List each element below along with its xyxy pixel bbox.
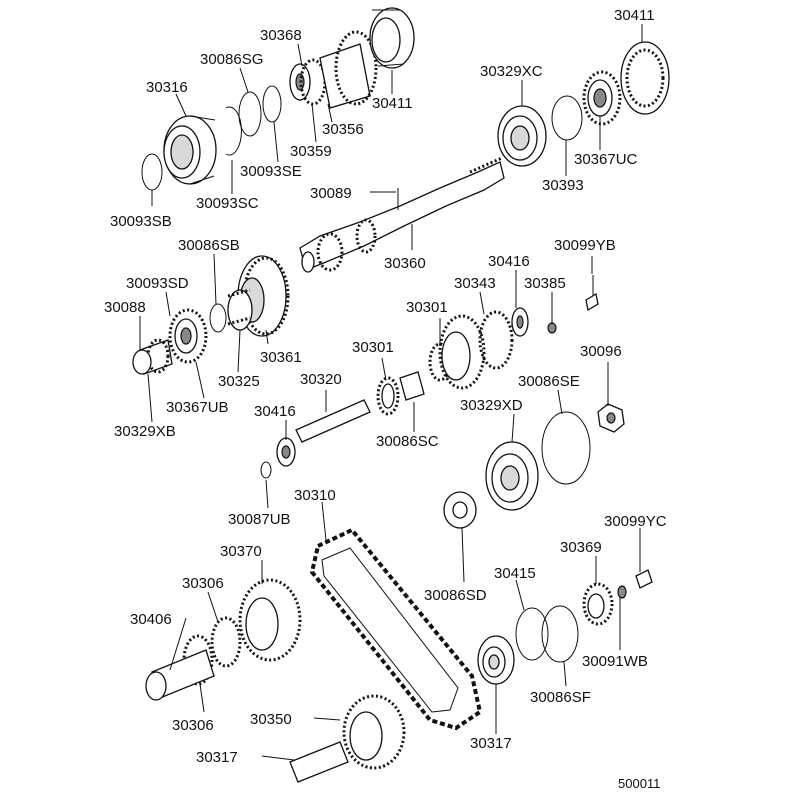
- label-30093sd: 30093SD: [126, 275, 189, 292]
- label-30356: 30356: [322, 121, 364, 138]
- spacer-30086sd: [443, 491, 477, 529]
- bearing-30367ub: [168, 308, 208, 364]
- label-30099yb: 30099YB: [554, 237, 616, 254]
- spacer-30086sb: [209, 303, 227, 333]
- label-30361: 30361: [260, 349, 302, 366]
- label-30093se: 30093SE: [240, 163, 302, 180]
- bearing-30329xd: [485, 441, 539, 511]
- label-30360: 30360: [384, 255, 426, 272]
- bolt-30099yc: [635, 532, 653, 589]
- label-30320: 30320: [300, 371, 342, 388]
- bearing-30329xc: [497, 105, 547, 167]
- label-30350: 30350: [250, 711, 292, 728]
- label-30368: 30368: [260, 27, 302, 44]
- diagram-id: 500011: [618, 776, 660, 791]
- ring-30411-right: [620, 41, 670, 115]
- sprocket-30350: [289, 694, 406, 783]
- label-30329xd: 30329XD: [460, 397, 523, 414]
- bolt-30099yb: [585, 275, 599, 312]
- spacer-30086sg: [238, 91, 262, 137]
- sleeve-30406: [145, 649, 215, 701]
- label-30416-top: 30416: [488, 253, 530, 270]
- nut-30096: [597, 403, 625, 433]
- snap-ring-30093sc: [225, 106, 242, 156]
- bearing-30316: [163, 115, 217, 185]
- label-30385: 30385: [524, 275, 566, 292]
- label-30306-top: 30306: [182, 575, 224, 592]
- label-30393: 30393: [542, 177, 584, 194]
- snap-ring-30093se: [262, 85, 282, 123]
- label-30086se: 30086SE: [518, 373, 580, 390]
- label-30415: 30415: [494, 565, 536, 582]
- o-ring-30086se: [541, 411, 591, 485]
- label-30087ub: 30087UB: [228, 511, 291, 528]
- ring-30087ub: [260, 461, 272, 479]
- gear-30356: [319, 30, 378, 109]
- bearing-30317-right: [477, 635, 515, 685]
- label-30325: 30325: [218, 373, 260, 390]
- label-30329xb: 30329XB: [114, 423, 176, 440]
- main-shaft-30360: [299, 156, 505, 273]
- label-30301-a: 30301: [406, 299, 448, 316]
- label-30359: 30359: [290, 143, 332, 160]
- label-30310: 30310: [294, 487, 336, 504]
- snap-ring-30093sb: [141, 153, 163, 191]
- shaft-30320: [295, 399, 371, 443]
- leader-lines: [139, 24, 643, 761]
- snap-ring-30415: [515, 607, 549, 661]
- label-30088: 30088: [104, 299, 146, 316]
- label-30089: 30089: [310, 185, 352, 202]
- label-30306-bottom: 30306: [172, 717, 214, 734]
- chain-30310: [309, 527, 483, 731]
- label-30096: 30096: [580, 343, 622, 360]
- label-30317-left: 30317: [196, 749, 238, 766]
- label-30369: 30369: [560, 539, 602, 556]
- label-30329xc: 30329XC: [480, 63, 543, 80]
- label-30086sc: 30086SC: [376, 433, 439, 450]
- washer-30385: [547, 322, 557, 334]
- label-30086sf: 30086SF: [530, 689, 591, 706]
- gear-30369: [582, 582, 614, 626]
- label-30367ub: 30367UB: [166, 399, 229, 416]
- washer-30091wb: [617, 585, 627, 599]
- bearing-30306-top: [210, 616, 242, 668]
- label-30316: 30316: [146, 79, 188, 96]
- bearing-30329xb: [132, 338, 173, 375]
- label-30086sb: 30086SB: [178, 237, 240, 254]
- spacer-30086sc: [399, 371, 425, 401]
- label-30301-b: 30301: [352, 339, 394, 356]
- label-30411-mid: 30411: [372, 95, 413, 112]
- label-30099yc: 30099YC: [604, 513, 667, 530]
- counter-gear-30343: [438, 310, 514, 390]
- washer-30416-mid: [276, 437, 296, 467]
- label-30093sc: 30093SC: [196, 195, 259, 212]
- label-30086sg: 30086SG: [200, 51, 263, 68]
- label-30416-mid: 30416: [254, 403, 296, 420]
- label-30086sd: 30086SD: [424, 587, 487, 604]
- label-30370: 30370: [220, 543, 262, 560]
- washer-30416-top: [511, 307, 529, 337]
- label-30091wb: 30091WB: [582, 653, 648, 670]
- label-30093sb: 30093SB: [110, 213, 172, 230]
- label-30411-top: 30411: [614, 7, 655, 24]
- spacer-30393: [551, 95, 583, 141]
- needle-bearing-30301-a: [376, 376, 400, 416]
- label-30317-right: 30317: [470, 735, 512, 752]
- bearing-30367uc: [582, 70, 622, 126]
- gear-30368: [289, 58, 327, 106]
- label-30343: 30343: [454, 275, 496, 292]
- sleeve-30411-upper: [369, 7, 415, 69]
- sprocket-30370: [238, 578, 302, 662]
- needle-bearing-30325: [227, 288, 253, 331]
- o-ring-30086sf: [541, 605, 579, 663]
- label-30367uc: 30367UC: [574, 151, 638, 168]
- label-30406: 30406: [130, 611, 172, 628]
